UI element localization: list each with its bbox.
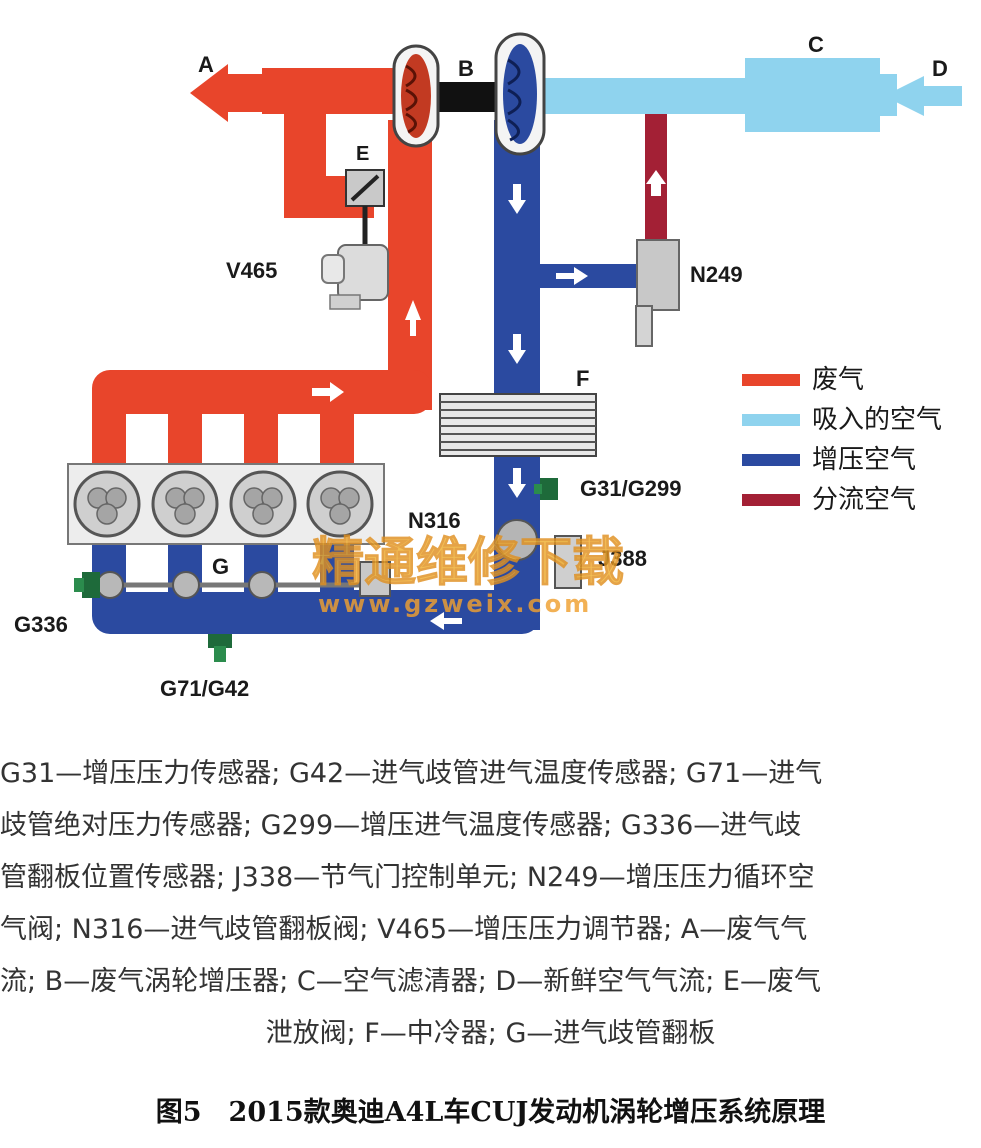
caption-line: G31—增压压力传感器; G42—进气歧管进气温度传感器; G71—进气	[0, 758, 823, 789]
label-c: C	[808, 32, 824, 57]
boost-flow-arrow	[508, 468, 526, 498]
legend-text-exhaust: 废气	[812, 365, 864, 395]
label-v465: V465	[226, 258, 277, 283]
engine-block	[67, 463, 385, 545]
flap-position-sensor	[74, 572, 100, 598]
boost-flow-arrow	[508, 184, 526, 214]
legend-swatch-diverted	[742, 494, 800, 506]
caption-line: 歧管绝对压力传感器; G299—增压进气温度传感器; G336—进气歧	[0, 810, 802, 841]
label-n249: N249	[690, 262, 743, 287]
label-g31-g299: G31/G299	[580, 476, 682, 501]
exhaust-flow-arrow	[405, 300, 421, 336]
caption-line: 气阀; N316—进气歧管翻板阀; V465—增压压力调节器; A—废气气	[0, 914, 808, 945]
boost-pressure-regulator	[321, 244, 389, 310]
intake-path	[540, 58, 962, 132]
label-f: F	[576, 366, 589, 391]
label-d: D	[932, 56, 948, 81]
label-g: G	[212, 554, 229, 579]
legend-text-boost: 增压空气	[812, 445, 916, 475]
intercooler	[439, 393, 597, 457]
caption-line: 管翻板位置传感器; J338—节气门控制单元; N249—增压压力循环空	[0, 862, 815, 893]
legend-text-intake: 吸入的空气	[812, 405, 942, 435]
caption-line: 泄放阀; F—中冷器; G—进气歧管翻板	[265, 1018, 716, 1049]
wastegate-valve	[345, 169, 385, 250]
runner-gap	[278, 414, 320, 472]
label-j388: J388	[598, 546, 647, 571]
recirculation-valve	[635, 239, 680, 347]
label-a: A	[198, 52, 214, 77]
runner-gap	[202, 414, 244, 472]
throttle-control-unit	[496, 519, 582, 589]
diverted-air-path	[645, 114, 667, 246]
legend-text-diverted: 分流空气	[812, 485, 916, 515]
legend-swatch-exhaust	[742, 374, 800, 386]
label-b: B	[458, 56, 474, 81]
boost-flow-arrow	[508, 334, 526, 364]
label-n316: N316	[408, 508, 461, 533]
label-g71-g42: G71/G42	[160, 676, 249, 701]
turbocharger	[392, 32, 546, 156]
runner-gap	[126, 414, 168, 472]
watermark-url: www.gzweix.com	[318, 590, 592, 618]
legend-swatch-intake	[742, 414, 800, 426]
legend: 废气 吸入的空气 增压空气 分流空气	[742, 365, 942, 515]
label-e: E	[356, 143, 369, 165]
intake-manifold-flaps	[96, 561, 391, 599]
caption: G31—增压压力传感器; G42—进气歧管进气温度传感器; G71—进气 歧管绝…	[0, 748, 981, 1060]
manifold-pressure-temp-sensor	[208, 634, 232, 662]
turbo-system-diagram: A B C D E V465 N249 F G31/G299 N316 J388…	[14, 32, 962, 701]
label-g336: G336	[14, 612, 68, 637]
boost-flow-arrow	[430, 612, 462, 630]
exhaust-path	[92, 64, 432, 472]
watermark-cn: 精通维修下载	[312, 533, 624, 593]
boost-pressure-temp-sensor	[534, 478, 558, 500]
caption-line: 流; B—废气涡轮增压器; C—空气滤清器; D—新鲜空气气流; E—废气	[0, 966, 821, 997]
manifold-flap-valve	[359, 561, 391, 597]
figure-title: 图5 2015款奥迪A4L车CUJ发动机涡轮增压系统原理	[155, 1097, 826, 1128]
legend-swatch-boost	[742, 454, 800, 466]
boost-flow-arrow	[556, 267, 588, 285]
watermark: 精通维修下载 www.gzweix.com	[312, 533, 625, 619]
exhaust-flow-arrow	[312, 382, 344, 402]
